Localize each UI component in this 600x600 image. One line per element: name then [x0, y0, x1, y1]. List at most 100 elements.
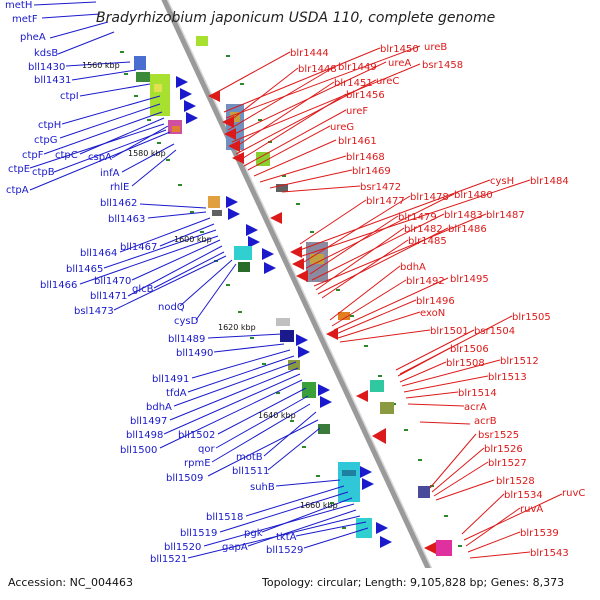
gene-label[interactable]: ruvC [562, 488, 585, 499]
gene-label[interactable]: ctpG [34, 135, 58, 146]
gene-label[interactable]: blr1456 [346, 90, 385, 101]
gene-label[interactable]: blr1485 [408, 236, 447, 247]
gene-label[interactable]: nodQ [158, 302, 185, 313]
gene-label[interactable]: cspA [88, 152, 112, 163]
gene-label[interactable]: gapA [222, 542, 248, 553]
gene-label[interactable]: blr1526 [484, 444, 523, 455]
gene-label[interactable]: metF [12, 14, 38, 25]
gene-label[interactable]: ctpE [8, 164, 30, 175]
gene-label[interactable]: bsr1472 [360, 182, 401, 193]
gene-label[interactable]: blr1483 [444, 210, 483, 221]
gene-label[interactable]: blr1528 [496, 476, 535, 487]
gene-label[interactable]: bll1498 [126, 430, 163, 441]
gene-label[interactable]: bsr1525 [478, 430, 519, 441]
gene-label[interactable]: blr1487 [486, 210, 525, 221]
gene-label[interactable]: blr1479 [398, 212, 437, 223]
gene-label[interactable]: blr1451 [334, 78, 373, 89]
gene-label[interactable]: suhB [250, 482, 275, 493]
gene-label[interactable]: metH [5, 0, 32, 11]
gene-label[interactable]: blr1461 [338, 136, 377, 147]
gene-label[interactable]: ureF [346, 106, 368, 117]
gene-label[interactable]: bll1500 [120, 445, 157, 456]
gene-label[interactable]: blr1514 [458, 388, 497, 399]
gene-label[interactable]: rhlE [110, 182, 129, 193]
gene-label[interactable]: cysD [174, 316, 199, 327]
gene-label[interactable]: bll1470 [94, 276, 131, 287]
gene-label[interactable]: ctpI [60, 91, 79, 102]
gene-label[interactable]: blr1508 [446, 358, 485, 369]
gene-label[interactable]: blr1543 [530, 548, 569, 559]
gene-label[interactable]: bll1509 [166, 473, 203, 484]
gene-label[interactable]: ureC [376, 76, 399, 87]
gene-label[interactable]: bll1471 [90, 291, 127, 302]
gene-label[interactable]: pgk [244, 528, 263, 539]
gene-label[interactable]: bll1466 [40, 280, 77, 291]
gene-label[interactable]: blr1478 [410, 192, 449, 203]
gene-label[interactable]: blr1477 [366, 196, 405, 207]
gene-label[interactable]: bll1431 [34, 75, 71, 86]
gene-label[interactable]: blr1484 [530, 176, 569, 187]
gene-label[interactable]: blr1506 [450, 344, 489, 355]
gene-label[interactable]: blr1469 [352, 166, 391, 177]
gene-label[interactable]: rpmE [184, 458, 211, 469]
gene-label[interactable]: blr1448 [298, 64, 337, 75]
gene-label[interactable]: ctpH [38, 120, 61, 131]
gene-label[interactable]: blr1495 [450, 274, 489, 285]
gene-label[interactable]: motB [236, 452, 263, 463]
gene-label[interactable]: ruvA [520, 504, 543, 515]
gene-label[interactable]: ureB [424, 42, 447, 53]
gene-label[interactable]: bll1529 [266, 545, 303, 556]
gene-label[interactable]: blr1482 [404, 224, 443, 235]
gene-label[interactable]: blr1527 [488, 458, 527, 469]
gene-label[interactable]: exoN [420, 308, 445, 319]
gene-label[interactable]: ureA [388, 58, 411, 69]
gene-label[interactable]: blr1534 [504, 490, 543, 501]
gene-label[interactable]: blr1512 [500, 356, 539, 367]
gene-label[interactable]: bll1467 [120, 242, 157, 253]
gene-label[interactable]: qor [198, 444, 215, 455]
gene-label[interactable]: ctpA [6, 185, 29, 196]
gene-label[interactable]: tfdA [166, 388, 187, 399]
gene-label[interactable]: pheA [20, 32, 46, 43]
gene-label[interactable]: blr1450 [380, 44, 419, 55]
gene-label[interactable]: bll1465 [66, 264, 103, 275]
gene-label[interactable]: bll1430 [28, 62, 65, 73]
gene-label[interactable]: ctpC [55, 150, 78, 161]
gene-label[interactable]: bll1464 [80, 248, 117, 259]
gene-label[interactable]: blr1501 [430, 326, 469, 337]
gene-label[interactable]: bdhA [400, 262, 426, 273]
gene-label[interactable]: blr1468 [346, 152, 385, 163]
gene-label[interactable]: blr1513 [488, 372, 527, 383]
gene-label[interactable]: bll1489 [168, 334, 205, 345]
gene-label[interactable]: bll1519 [180, 528, 217, 539]
gene-label[interactable]: bll1520 [164, 542, 201, 553]
gene-label[interactable]: blr1486 [448, 224, 487, 235]
gene-label[interactable]: blr1496 [416, 296, 455, 307]
gene-label[interactable]: blr1449 [338, 62, 377, 73]
gene-label[interactable]: bll1491 [152, 374, 189, 385]
gene-label[interactable]: infA [100, 168, 120, 179]
gene-label[interactable]: blr1444 [290, 48, 329, 59]
gene-label[interactable]: ureG [330, 122, 354, 133]
gene-label[interactable]: bsr1504 [474, 326, 515, 337]
gene-label[interactable]: bll1502 [178, 430, 215, 441]
gene-label[interactable]: bll1497 [130, 416, 167, 427]
gene-label[interactable]: blr1492 [406, 276, 445, 287]
gene-label[interactable]: glcB [132, 284, 154, 295]
gene-label[interactable]: bll1511 [232, 466, 269, 477]
gene-label[interactable]: blr1480 [454, 190, 493, 201]
gene-label[interactable]: acrB [474, 416, 497, 427]
gene-label[interactable]: bll1521 [150, 554, 187, 565]
gene-label[interactable]: bsr1458 [422, 60, 463, 71]
gene-label[interactable]: bll1490 [176, 348, 213, 359]
gene-label[interactable]: cysH [490, 176, 514, 187]
gene-label[interactable]: bsl1473 [74, 306, 114, 317]
gene-label[interactable]: ctpF [22, 150, 44, 161]
gene-label[interactable]: bll1518 [206, 512, 243, 523]
gene-label[interactable]: bdhA [146, 402, 172, 413]
gene-label[interactable]: blr1505 [512, 312, 551, 323]
gene-label[interactable]: ctpB [32, 167, 55, 178]
gene-label[interactable]: blr1539 [520, 528, 559, 539]
gene-label[interactable]: tktA [276, 532, 297, 543]
gene-label[interactable]: bll1462 [100, 198, 137, 209]
